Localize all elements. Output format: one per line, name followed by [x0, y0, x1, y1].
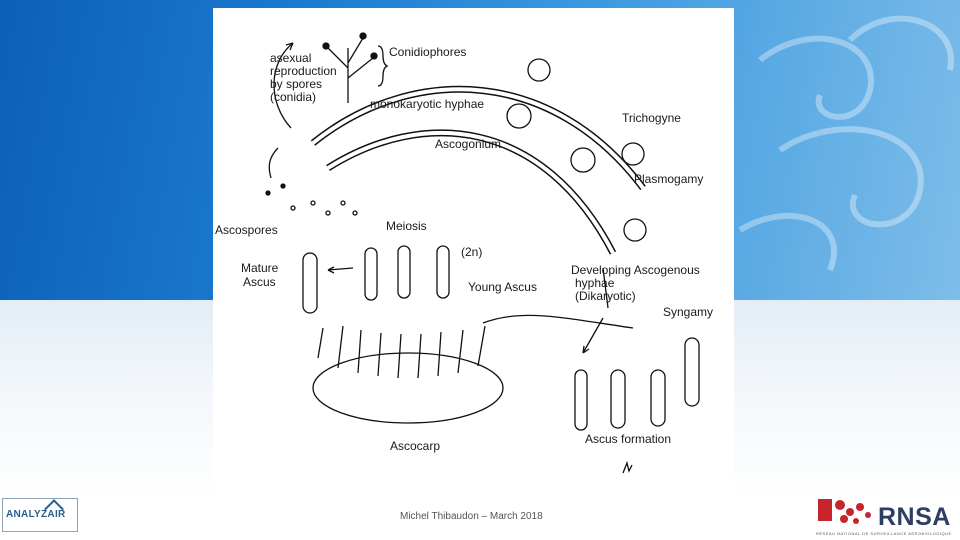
label-mature: Mature [241, 261, 279, 275]
rnsa-dots-icon [818, 499, 871, 524]
label-conidiophores: Conidiophores [389, 45, 467, 59]
label-ascus-formation: Ascus formation [585, 432, 672, 446]
rnsa-logo: RNSA RÉSEAU NATIONAL DE SURVEILLANCE AÉR… [816, 497, 960, 537]
label-monokaryotic-hyphae: monokaryotic hyphae [370, 97, 485, 111]
ascomycete-life-cycle-diagram: asexual reproduction by spores (conidia)… [213, 8, 734, 495]
label-syngamy: Syngamy [663, 305, 714, 319]
footer-background [0, 496, 960, 540]
label-dikaryotic: (Dikaryotic) [575, 289, 636, 303]
label-ascus: Ascus [243, 275, 276, 289]
decorative-swirl [738, 15, 954, 272]
label-developing-ascogenous: Developing Ascogenous [571, 263, 700, 277]
rnsa-logo-text: RNSA [878, 503, 951, 531]
label-reproduction: reproduction [270, 64, 337, 78]
label-ascocarp: Ascocarp [390, 439, 441, 453]
label-meiosis: Meiosis [386, 219, 427, 233]
label-plasmogamy: Plasmogamy [634, 172, 704, 186]
label-2n: (2n) [461, 245, 483, 259]
label-ascogonium: Ascogonium [435, 137, 502, 151]
label-asexual: asexual [270, 51, 312, 65]
analyzair-logo-text: ANALYZAIR [6, 509, 66, 520]
rnsa-logo-subtitle: RÉSEAU NATIONAL DE SURVEILLANCE AÉROBIOL… [816, 531, 952, 536]
analyzair-logo: ANALYZAIR [2, 498, 78, 532]
label-by-spores: by spores [270, 77, 323, 91]
label-trichogyne: Trichogyne [622, 111, 681, 125]
label-ascospores: Ascospores [215, 223, 278, 237]
label-conidia: (conidia) [270, 90, 317, 104]
life-cycle-drawing [265, 32, 700, 474]
label-hyphae: hyphae [575, 276, 615, 290]
footer-credit: Michel Thibaudon – March 2018 [400, 511, 543, 522]
label-young-ascus: Young Ascus [468, 280, 537, 294]
